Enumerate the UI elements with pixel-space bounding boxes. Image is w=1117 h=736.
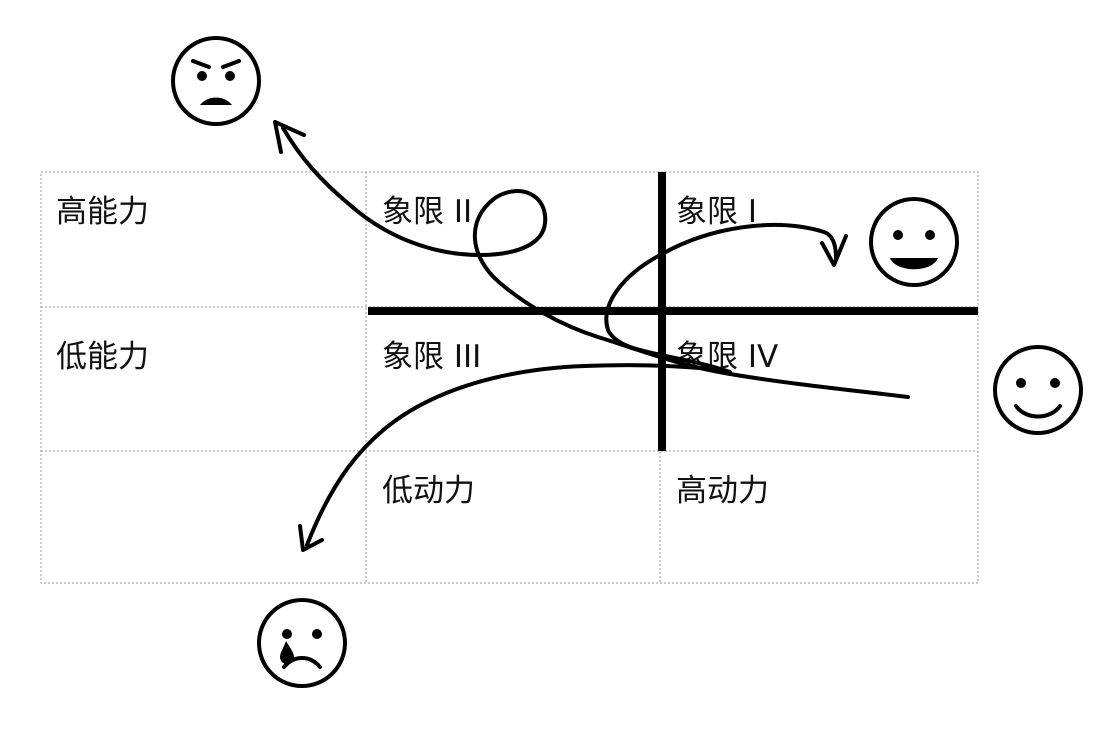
crying-face-outline [257,598,347,688]
matrix-labels: 高能力 低能力 象限 II 象限 I 象限 III 象限 IV 低动力 高动力 [56,194,778,509]
matrix-table [40,171,979,584]
quadrant-one-arrowhead [820,234,848,267]
path-to-top-left-stroke [281,126,910,399]
angry-face-right-brow [221,59,241,69]
crying-face-icon [257,598,347,688]
crying-face-tear [280,641,294,664]
angry-face-mouth [200,97,232,105]
angry-face-left-brow [191,59,211,69]
quadrant-three-label: 象限 III [382,339,481,375]
crying-face-right-eye [312,629,322,639]
column-label-low-motivation: 低动力 [382,473,475,509]
grinning-face-mouth [890,258,938,270]
table-border [40,171,979,584]
angry-face-left-eye [197,71,207,81]
quadrant-one-label: 象限 I [676,194,757,230]
smiling-face-icon [993,345,1083,435]
path-to-bottom-left-stroke [305,363,728,547]
bottom-left-arrowhead [298,524,324,552]
angry-face-right-eye [225,71,235,81]
angry-face-outline [171,36,261,126]
quadrant-two-label: 象限 II [382,194,472,230]
grinning-face-left-eye [893,230,903,240]
row-label-low-ability: 低能力 [56,339,149,375]
quadrant-axes [368,172,978,451]
angry-face-icon [171,36,261,126]
grinning-face-outline [869,197,959,287]
hand-drawn-strokes [273,120,910,552]
smiling-face-right-eye [1050,378,1060,388]
row-label-high-ability: 高能力 [56,194,149,230]
smiling-face-mouth [1014,404,1062,419]
path-to-quadrant-one-stroke [604,223,838,374]
grinning-face-icon [869,197,959,287]
top-left-arrowhead [273,120,306,154]
crying-face-left-eye [282,629,292,639]
smiling-face-left-eye [1016,378,1026,388]
column-label-high-motivation: 高动力 [676,473,769,509]
smiling-face-outline [993,345,1083,435]
grinning-face-right-eye [925,230,935,240]
crying-face-mouth [282,656,322,669]
